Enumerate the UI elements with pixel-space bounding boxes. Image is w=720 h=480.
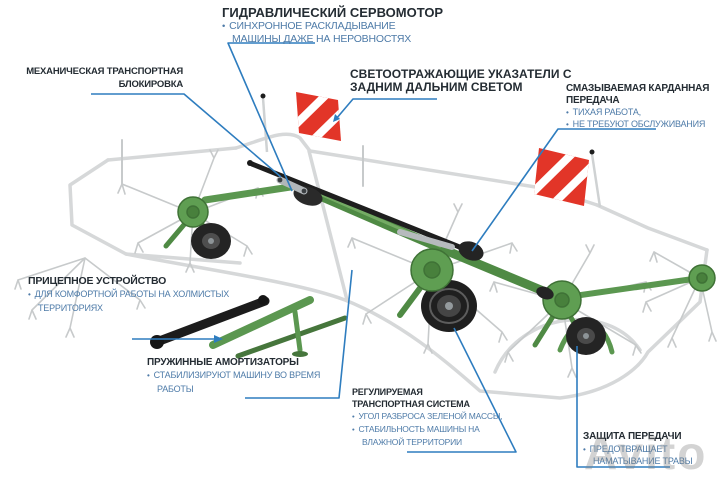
callout-title: ГИДРАВЛИЧЕСКИЙ СЕРВОМОТОР — [222, 5, 444, 20]
callout-lubricated-driveline: СМАЗЫВАЕМАЯ КАРДАННАЯ ПЕРЕДАЧА ТИХАЯ РАБ… — [566, 83, 709, 130]
callout-title: МЕХАНИЧЕСКАЯ ТРАНСПОРТНАЯ — [26, 66, 183, 77]
callout-title: ЗАЩИТА ПЕРЕДАЧИ — [583, 431, 682, 442]
leader-transport — [407, 327, 517, 453]
support-leg — [292, 309, 308, 357]
wheel-right — [566, 317, 606, 355]
leader-mechanical — [91, 93, 282, 178]
guard-frame — [68, 132, 709, 400]
callout-bullet-cont: НАМАТЫВАНИЕ ТРАВЫ — [593, 455, 693, 466]
callout-bullet: УГОЛ РАЗБРОСА ЗЕЛЕНОЙ МАССЫ, — [352, 410, 502, 423]
wheels — [191, 223, 606, 355]
callout-title: РЕГУЛИРУЕМАЯ — [352, 387, 423, 397]
leader-hydraulic — [227, 42, 315, 192]
callout-title: ПРУЖИННЫЕ АМОРТИЗАТОРЫ — [147, 357, 299, 368]
callout-spring-dampers: ПРУЖИННЫЕ АМОРТИЗАТОРЫ СТАБИЛИЗИРУЮТ МАШ… — [147, 356, 320, 395]
callout-title: ТРАНСПОРТНАЯ СИСТЕМА — [352, 399, 470, 409]
callout-adjustable-transport-system: РЕГУЛИРУЕМАЯ ТРАНСПОРТНАЯ СИСТЕМА УГОЛ Р… — [352, 386, 503, 448]
leader-springs — [245, 269, 353, 399]
callout-title: СМАЗЫВАЕМАЯ КАРДАННАЯ — [566, 83, 710, 94]
callout-title: БЛОКИРОВКА — [118, 78, 184, 90]
callout-bullet: СИНХРОННОЕ РАСКЛАДЫВАНИЕ — [222, 20, 443, 33]
rotors — [177, 196, 716, 320]
callout-bullet: ТИХАЯ РАБОТА, — [566, 107, 709, 119]
arrowhead-hitch — [214, 335, 223, 343]
callout-drive-protection: ЗАЩИТА ПЕРЕДАЧИ ПРЕДОТВРАЩАЕТ НАМАТЫВАНИ… — [583, 430, 693, 467]
callout-bullet: СТАБИЛИЗИРУЮТ МАШИНУ ВО ВРЕМЯ — [147, 369, 321, 383]
wheel-left — [191, 223, 231, 259]
callout-bullet: СТАБИЛЬНОСТЬ МАШИНЫ НА — [352, 423, 502, 436]
callout-bullet: НЕ ТРЕБУЮТ ОБСЛУЖИВАНИЯ — [566, 119, 709, 131]
leader-reflectors — [335, 98, 437, 120]
callout-bullet-cont: РАБОТЫ — [157, 383, 194, 394]
callout-title: ПРИЦЕПНОЕ УСТРОЙСТВО — [28, 275, 167, 287]
callout-bullet-cont: ТЕРРИТОРИЯХ — [38, 302, 103, 313]
arrowhead-reflectors — [333, 114, 340, 122]
callout-reflective-markers: СВЕТООТРАЖАЮЩИЕ УКАЗАТЕЛИ С ЗАДНИМ ДАЛЬН… — [350, 68, 571, 94]
callout-bullet-cont: МАШИНЫ ДАЖЕ НА НЕРОВНОСТЯХ — [232, 33, 412, 45]
callout-title: СВЕТООТРАЖАЮЩИЕ УКАЗАТЕЛИ С — [350, 67, 572, 81]
callout-mechanical-transport-lock: МЕХАНИЧЕСКАЯ ТРАНСПОРТНАЯ БЛОКИРОВКА — [26, 66, 183, 91]
callout-bullet-cont: ВЛАЖНОЙ ТЕРРИТОРИИ — [362, 437, 462, 447]
leader-protection — [576, 346, 670, 468]
callout-hitch-device: ПРИЦЕПНОЕ УСТРОЙСТВО ДЛЯ КОМФОРТНОЙ РАБО… — [28, 275, 229, 314]
wheel-center — [421, 280, 477, 332]
callout-bullet: ДЛЯ КОМФОРТНОЙ РАБОТЫ НА ХОЛМИСТЫХ — [28, 288, 230, 302]
callout-title: ПЕРЕДАЧА — [566, 95, 620, 106]
callout-bullet: ПРЕДОТВРАЩАЕТ — [583, 444, 692, 456]
callout-hydraulic-servomotor: ГИДРАВЛИЧЕСКИЙ СЕРВОМОТОР СИНХРОННОЕ РАС… — [222, 5, 444, 46]
callout-title: ЗАДНИМ ДАЛЬНИМ СВЕТОМ — [350, 80, 523, 94]
driveline-parts — [247, 160, 554, 300]
